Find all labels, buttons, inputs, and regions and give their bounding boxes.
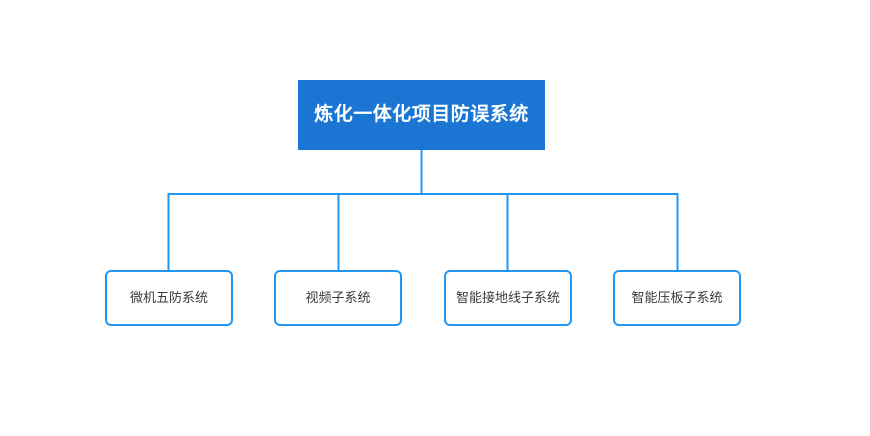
child-node-zhineng-jiedixian[interactable]: 智能接地线子系统 bbox=[444, 270, 572, 326]
child-node-label: 微机五防系统 bbox=[129, 290, 208, 306]
child-node-zhineng-yaban[interactable]: 智能压板子系统 bbox=[613, 270, 741, 326]
child-node-weiji-wufang[interactable]: 微机五防系统 bbox=[105, 270, 233, 326]
child-node-shipin[interactable]: 视频子系统 bbox=[274, 270, 402, 326]
child-node-label: 智能压板子系统 bbox=[631, 290, 723, 306]
root-node[interactable]: 炼化一体化项目防误系统 bbox=[298, 80, 545, 150]
child-node-label: 智能接地线子系统 bbox=[455, 290, 560, 306]
root-node-label: 炼化一体化项目防误系统 bbox=[314, 103, 529, 125]
child-node-label: 视频子系统 bbox=[305, 290, 371, 306]
